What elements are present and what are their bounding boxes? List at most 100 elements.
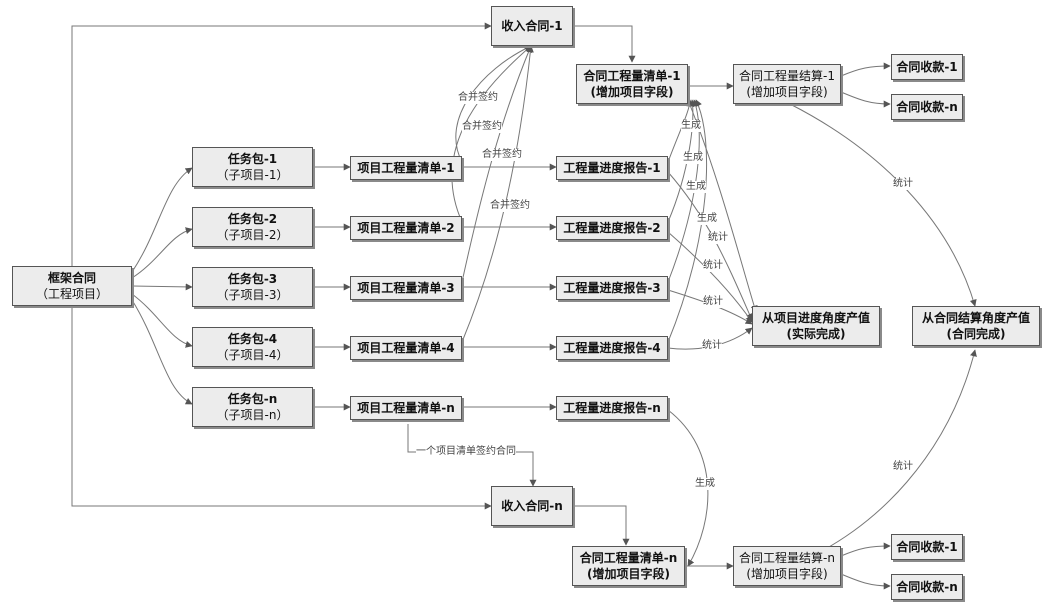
edge-label-generate: 生成: [683, 152, 703, 164]
node-title: 合同工程量结算-1: [739, 69, 835, 83]
node-title: 收入合同-1: [501, 19, 563, 33]
node-framework-contract[interactable]: 框架合同 （工程项目）: [12, 266, 132, 306]
node-project-list-1[interactable]: 项目工程量清单-1: [350, 156, 462, 180]
node-progress-report-2[interactable]: 工程量进度报告-2: [556, 216, 668, 240]
node-title: 任务包-n: [227, 392, 278, 406]
node-title: 合同收款-n: [896, 580, 958, 594]
edge-label-statistics: 统计: [893, 178, 913, 190]
node-contract-qty-list-n[interactable]: 合同工程量清单-n (增加项目字段): [572, 546, 685, 586]
node-title: 工程量进度报告-4: [563, 341, 661, 355]
node-title: 合同工程量清单-n: [579, 551, 678, 565]
node-subtitle: (实际完成): [786, 327, 846, 341]
node-title: 从合同结算角度产值: [921, 311, 1030, 325]
node-title: 框架合同: [47, 271, 96, 285]
node-subtitle: (合同完成): [946, 327, 1006, 341]
node-subtitle: （子项目-1）: [216, 168, 289, 182]
edge-label-merge-sign: 合并签约: [458, 92, 498, 104]
node-project-list-n[interactable]: 项目工程量清单-n: [350, 396, 462, 420]
node-title: 项目工程量清单-1: [357, 161, 455, 175]
node-task-package-4[interactable]: 任务包-4 （子项目-4）: [192, 327, 313, 367]
node-progress-report-1[interactable]: 工程量进度报告-1: [556, 156, 668, 180]
node-subtitle: （子项目-n）: [216, 408, 289, 422]
connector: [131, 167, 193, 273]
node-title: 项目工程量清单-2: [357, 221, 455, 235]
node-contract-qty-list-1[interactable]: 合同工程量清单-1 (增加项目字段): [576, 64, 688, 104]
node-contract-settlement-1[interactable]: 合同工程量结算-1 (增加项目字段): [733, 64, 841, 104]
node-subtitle: (增加项目字段): [746, 567, 828, 581]
node-title: 工程量进度报告-n: [563, 401, 661, 415]
connector: [131, 227, 193, 279]
node-title: 项目工程量清单-3: [357, 281, 455, 295]
node-title: 合同收款-1: [896, 540, 958, 554]
node-title: 工程量进度报告-2: [563, 221, 661, 235]
edge-label-merge-sign: 合并签约: [462, 121, 502, 133]
edge-label-merge-sign: 合并签约: [490, 200, 530, 212]
node-progress-report-4[interactable]: 工程量进度报告-4: [556, 336, 668, 360]
connector: [455, 45, 532, 163]
node-title: 项目工程量清单-4: [357, 341, 455, 355]
edge-label-generate: 生成: [686, 181, 706, 193]
node-project-list-4[interactable]: 项目工程量清单-4: [350, 336, 462, 360]
connector: [71, 22, 492, 266]
connector: [840, 91, 891, 108]
node-task-package-3[interactable]: 任务包-3 （子项目-3）: [192, 267, 313, 307]
connector: [789, 103, 977, 307]
node-title: 收入合同-n: [501, 499, 563, 513]
node-contract-receipt-na[interactable]: 合同收款-1: [891, 534, 963, 560]
connector: [667, 171, 753, 321]
node-subtitle: (增加项目字段): [587, 567, 670, 581]
node-subtitle: (增加项目字段): [746, 85, 828, 99]
node-income-contract-1[interactable]: 收入合同-1: [491, 6, 573, 46]
connector: [667, 99, 700, 283]
node-output-settlement[interactable]: 从合同结算角度产值 (合同完成): [912, 306, 1040, 346]
connector: [461, 45, 534, 343]
edge-label-single-list-signing: 一个项目清单签约合同: [416, 446, 516, 458]
connector: [667, 99, 708, 343]
node-contract-settlement-n[interactable]: 合同工程量结算-n (增加项目字段): [733, 546, 841, 586]
edge-label-merge-sign: 合并签约: [482, 149, 522, 161]
node-project-list-3[interactable]: 项目工程量清单-3: [350, 276, 462, 300]
connector: [667, 99, 697, 223]
node-task-package-1[interactable]: 任务包-1 （子项目-1）: [192, 147, 313, 187]
connector: [71, 306, 492, 510]
node-contract-receipt-nb[interactable]: 合同收款-n: [891, 574, 963, 600]
node-task-package-n[interactable]: 任务包-n （子项目-n）: [192, 387, 313, 427]
node-subtitle: （子项目-3）: [216, 288, 289, 302]
connector: [840, 573, 891, 590]
edge-label-statistics: 统计: [703, 260, 723, 272]
connector: [461, 45, 532, 283]
edge-label-statistics: 统计: [893, 461, 913, 473]
node-title: 合同收款-n: [896, 100, 958, 114]
node-title: 从项目进度角度产值: [761, 311, 870, 325]
connector: [840, 542, 891, 557]
node-title: 任务包-2: [227, 212, 278, 226]
edge-label-statistics: 统计: [708, 232, 728, 244]
node-contract-receipt-1b[interactable]: 合同收款-n: [891, 94, 963, 120]
node-title: 工程量进度报告-3: [563, 281, 661, 295]
node-subtitle: （子项目-2）: [216, 228, 289, 242]
connector: [131, 299, 193, 405]
edge-label-generate: 生成: [697, 213, 717, 225]
connector: [667, 231, 753, 323]
node-progress-report-n[interactable]: 工程量进度报告-n: [556, 396, 668, 420]
node-contract-receipt-1a[interactable]: 合同收款-1: [891, 54, 963, 80]
node-subtitle: (增加项目字段): [590, 85, 674, 99]
node-title: 项目工程量清单-n: [357, 401, 455, 415]
edge-label-generate: 生成: [695, 478, 715, 490]
node-project-list-2[interactable]: 项目工程量清单-2: [350, 216, 462, 240]
node-title: 合同收款-1: [896, 60, 958, 74]
node-subtitle: （子项目-4）: [216, 348, 289, 362]
node-title: 工程量进度报告-1: [563, 161, 661, 175]
node-title: 合同工程量结算-n: [739, 551, 835, 565]
connector: [131, 293, 193, 348]
node-title: 合同工程量清单-1: [583, 69, 681, 83]
node-progress-report-3[interactable]: 工程量进度报告-3: [556, 276, 668, 300]
node-title: 任务包-1: [227, 152, 278, 166]
node-income-contract-n[interactable]: 收入合同-n: [491, 486, 573, 526]
node-output-progress[interactable]: 从项目进度角度产值 (实际完成): [752, 306, 880, 346]
connector: [573, 505, 630, 546]
node-title: 任务包-4: [227, 332, 278, 346]
edge-label-statistics: 统计: [703, 296, 723, 308]
connector: [573, 25, 636, 63]
node-task-package-2[interactable]: 任务包-2 （子项目-2）: [192, 207, 313, 247]
